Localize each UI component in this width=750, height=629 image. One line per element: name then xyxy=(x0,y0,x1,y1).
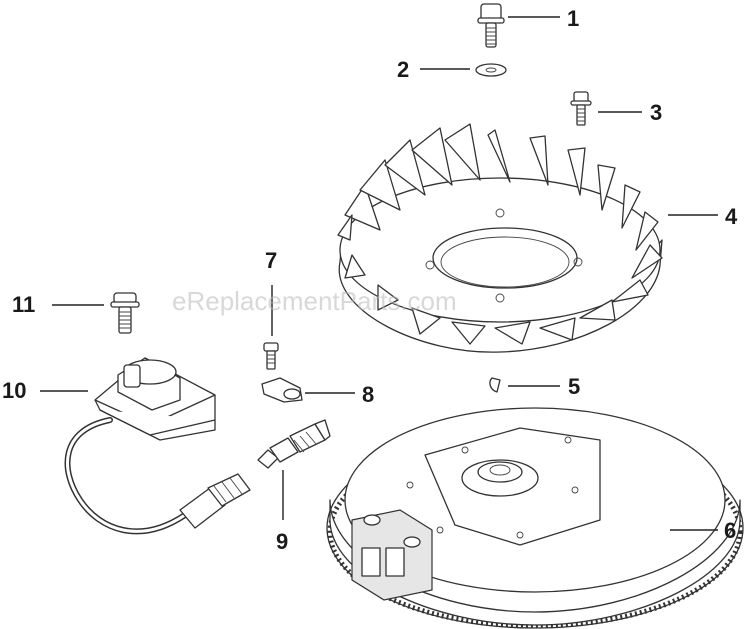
part-7-screw[interactable] xyxy=(263,342,279,370)
part-5-key[interactable] xyxy=(489,377,501,393)
part-2-washer[interactable] xyxy=(475,63,507,77)
callout-8: 8 xyxy=(362,382,374,407)
callout-3: 3 xyxy=(650,100,662,125)
part-11-bolt[interactable] xyxy=(110,292,140,334)
callout-7: 7 xyxy=(265,248,277,273)
callout-5: 5 xyxy=(568,374,580,399)
part-10-ignition-module[interactable] xyxy=(64,357,251,535)
callout-10: 10 xyxy=(2,378,26,403)
part-9-spark-plug[interactable] xyxy=(257,419,331,469)
part-4-cooling-fan[interactable] xyxy=(337,123,663,353)
callout-2: 2 xyxy=(397,57,409,82)
part-6-flywheel[interactable] xyxy=(326,407,744,629)
part-3-bolt[interactable] xyxy=(570,91,592,126)
callout-9: 9 xyxy=(276,529,288,554)
callout-6: 6 xyxy=(724,518,736,543)
part-8-clip[interactable] xyxy=(261,377,303,403)
part-1-bolt[interactable] xyxy=(477,3,505,48)
watermark-text: eReplacementParts.com xyxy=(172,286,457,316)
callout-11: 11 xyxy=(12,292,35,317)
callout-1: 1 xyxy=(567,6,579,31)
callout-4: 4 xyxy=(725,204,738,229)
